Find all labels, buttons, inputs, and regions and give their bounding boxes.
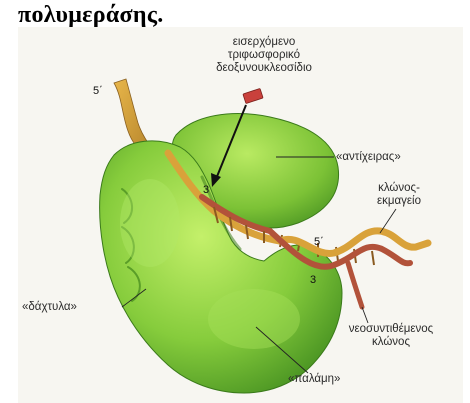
incoming-nucleotide-label: εισερχόμενο τριφωσφορικό δεοξυνουκλεοσίδ… [194,36,334,75]
three-prime-end-right: 3 [310,274,316,286]
three-prime-end-inner: 3 [203,184,209,196]
page-heading: πολυμεράσης. [18,2,164,29]
template-strand-label: κλώνος- εκμαγείο [364,182,434,208]
dna-polymerase-figure: εισερχόμενο τριφωσφορικό δεοξυνουκλεοσίδ… [18,27,463,403]
thumb-label: «αντίχειρας» [336,151,401,164]
fingers-label: «δάχτυλα» [22,301,77,314]
five-prime-end-right: 5΄ [314,236,324,248]
palm-highlight [208,289,300,349]
five-prime-end-top: 5΄ [93,85,103,97]
template-leader [380,209,396,233]
new-strand-label: νεοσυντιθέμενος κλώνος [336,323,446,349]
new-strand-tail [348,263,362,307]
fingers-highlight [120,179,180,267]
incoming-nucleotide [243,88,263,103]
new-strand-leader [362,307,368,323]
palm-label: «παλάμη» [288,373,340,386]
